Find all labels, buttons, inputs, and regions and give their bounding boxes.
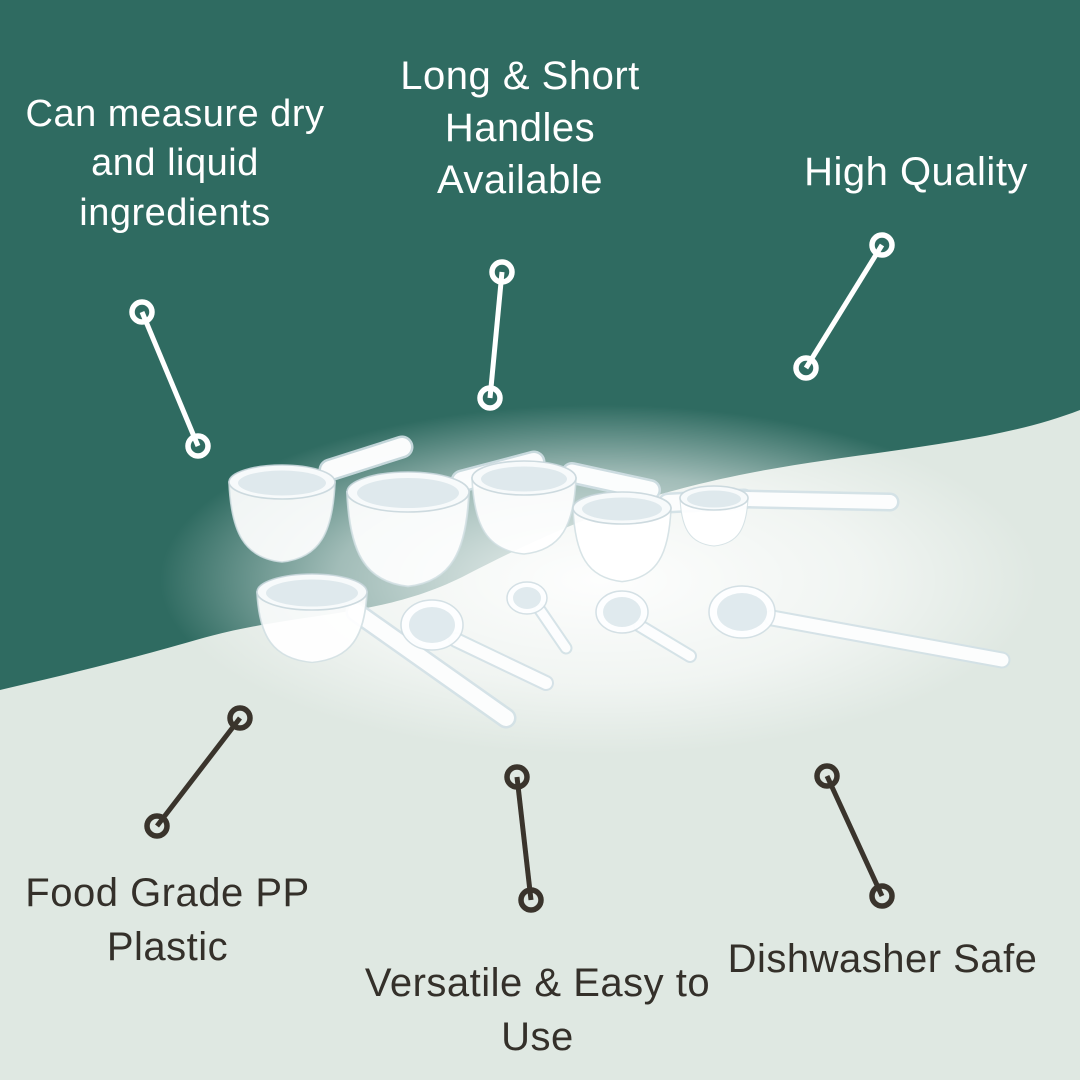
connector-food-grade bbox=[144, 705, 253, 839]
scoop-cups bbox=[228, 460, 749, 664]
scoop-handles bbox=[318, 435, 1011, 729]
callout-dishwasher-safe: Dishwasher Safe bbox=[727, 937, 1038, 981]
callout-versatile-easy: Versatile & Easy to Use bbox=[364, 961, 711, 1059]
callout-high-quality: High Quality bbox=[804, 150, 1028, 194]
connector-quality bbox=[793, 232, 895, 381]
connector-versatile bbox=[504, 764, 544, 913]
connector-measure bbox=[129, 299, 211, 459]
connector-dishwasher bbox=[814, 763, 895, 909]
callout-long-short-handles: Long & Short Handles Available bbox=[400, 54, 640, 202]
callout-food-grade-pp: Food Grade PP Plastic bbox=[25, 871, 310, 969]
connector-handles bbox=[477, 259, 515, 411]
callout-can-measure: Can measure dry and liquid ingredients bbox=[25, 93, 325, 234]
spoon-bowls bbox=[400, 581, 776, 651]
product-glow bbox=[160, 405, 1040, 755]
